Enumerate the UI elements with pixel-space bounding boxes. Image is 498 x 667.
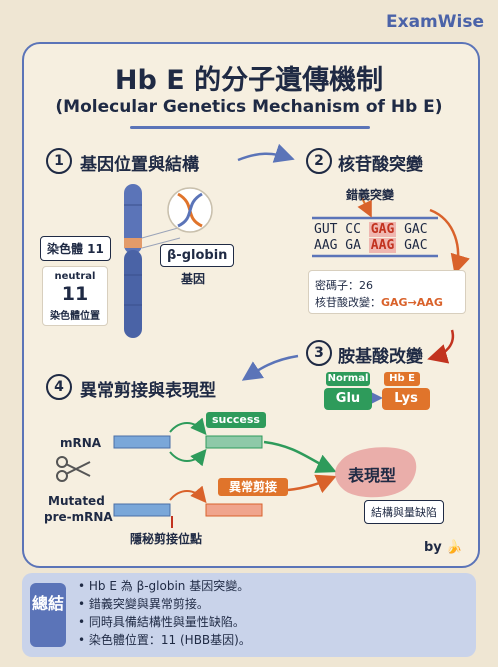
arrow-seq-down: [429, 208, 470, 275]
mutated-codon-top: GAG: [368, 222, 397, 237]
summary-label: 總結: [30, 583, 66, 647]
arrow-step1-to-step2: [237, 143, 295, 163]
mutated-codon-bottom: AAG: [368, 238, 397, 253]
summary-item: Hb E 為 β-globin 基因突變。: [78, 577, 251, 595]
success-tag: success: [206, 412, 266, 428]
summary-list: Hb E 為 β-globin 基因突變。 錯義突變與異常剪接。 同時具備結構性…: [78, 577, 251, 649]
abnormal-splicing-tag: 異常剪接: [218, 478, 288, 496]
step3-title: 胺基酸改變: [338, 347, 423, 367]
missense-label: 錯義突變: [346, 188, 395, 202]
sequence-top: GUT CC GAG GAC: [314, 222, 428, 237]
summary-panel: 總結 Hb E 為 β-globin 基因突變。 錯義突變與異常剪接。 同時具備…: [22, 573, 476, 657]
step2-title: 核苷酸突變: [338, 155, 423, 175]
normal-tag: Normal: [326, 372, 370, 386]
summary-item: 錯義突變與異常剪接。: [78, 595, 251, 613]
cryptic-site-label: 隱秘剪接位點: [130, 532, 203, 546]
glu-box: Glu: [324, 388, 372, 410]
dna-icon: [167, 187, 213, 233]
mutation-info-card: 密碼子：26 核苷酸改變：GAG→AAG: [308, 270, 466, 314]
sequence-bottom: AAG GA AAG GAC: [314, 238, 428, 253]
step4-title: 異常剪接與表現型: [80, 381, 216, 401]
phenotype-label: 表現型: [348, 466, 397, 485]
neutral-label: neutral: [54, 271, 96, 282]
step-number-4: 4: [46, 374, 72, 400]
chrom-number: 11: [61, 283, 89, 305]
chromosome-label: 染色體 11: [40, 236, 111, 261]
step-number-2: 2: [306, 148, 332, 174]
title-underline: [130, 126, 370, 129]
step1-title: 基因位置與結構: [80, 155, 199, 175]
page-subtitle: (Molecular Genetics Mechanism of Hb E): [55, 97, 443, 117]
step-number-1: 1: [46, 148, 72, 174]
chromosome-icon: [124, 184, 142, 338]
arrow-step3-to-step4: [241, 354, 299, 381]
gene-label: β-globin: [160, 244, 235, 267]
step-number-3: 3: [306, 340, 332, 366]
page-title: Hb E 的分子遺傳機制: [114, 65, 384, 96]
summary-item: 染色體位置：11 (HBB基因)。: [78, 631, 251, 649]
codon-line: 密碼子：26: [315, 279, 373, 292]
chrom-caption: 染色體位置: [50, 311, 100, 322]
pre-mrna-label: pre-mRNA: [44, 510, 113, 524]
red-cell-icon: [335, 447, 417, 498]
summary-item: 同時具備結構性與量性缺陷。: [78, 613, 251, 631]
author-credit: by 🍌: [424, 540, 463, 555]
scissors-icon: [56, 456, 91, 482]
arrow-step2-to-step3: [427, 329, 455, 364]
change-line: 核苷酸改變：GAG→AAG: [315, 296, 443, 309]
mrna-label: mRNA: [60, 436, 102, 450]
chrom-info-card: neutral 11 染色體位置: [42, 266, 108, 326]
lys-box: Lys: [382, 388, 430, 410]
gene-sublabel: 基因: [181, 272, 206, 286]
mutated-label: Mutated: [48, 494, 105, 508]
brand-logo: ExamWise: [386, 12, 484, 32]
hbe-tag: Hb E: [384, 372, 420, 386]
defect-label: 結構與量缺陷: [364, 500, 444, 524]
